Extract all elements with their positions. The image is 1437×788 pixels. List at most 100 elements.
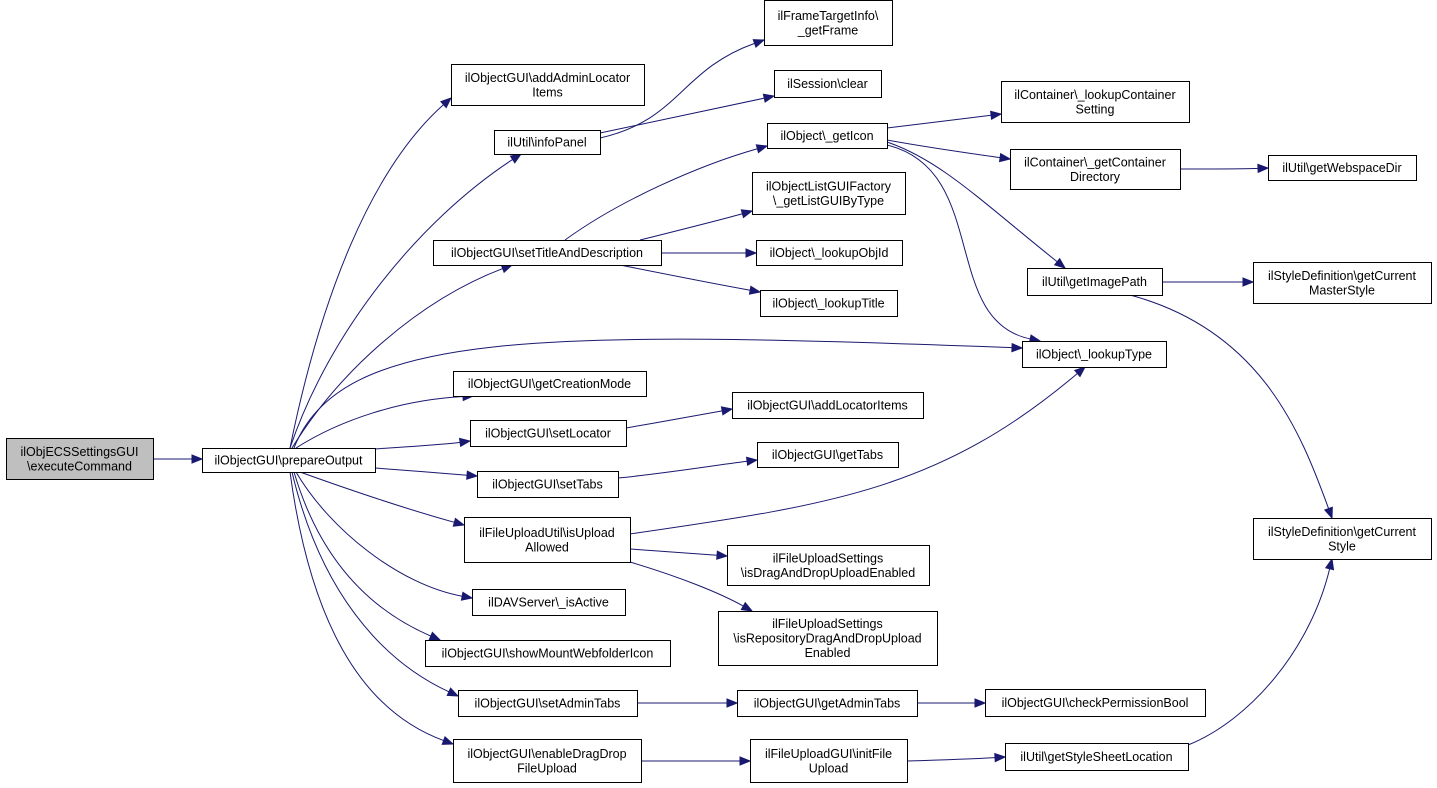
node-box — [1005, 743, 1189, 771]
node-label: FileUpload — [517, 761, 577, 775]
edge-prepare-output-to-set-tabs — [374, 467, 479, 480]
node-check-permission-bool[interactable]: ilObjectGUI\checkPermissionBool — [985, 689, 1206, 717]
node-box — [1022, 341, 1167, 368]
edge-arrowhead — [1073, 366, 1087, 378]
node-box — [760, 290, 898, 317]
node-add-locator-items[interactable]: ilObjectGUI\addLocatorItems — [732, 392, 924, 419]
edge-prepare-output-to-is-upload-allowed — [299, 471, 466, 527]
node-execute-command[interactable]: ilObjECSSettingsGUI\executeCommand — [6, 438, 154, 480]
edge-line — [293, 338, 1013, 449]
node-label: Setting — [1076, 102, 1115, 116]
node-set-title-and-description[interactable]: ilObjectGUI\setTitleAndDescription — [433, 240, 662, 266]
node-dav-is-active[interactable]: ilDAVServer\_isActive — [472, 589, 626, 616]
edge-line — [374, 467, 468, 476]
edge-set-title-and-description-to-lookup-obj-id — [661, 248, 758, 258]
edge-line — [291, 268, 503, 449]
node-label: MasterStyle — [1309, 283, 1375, 297]
node-label: Enabled — [805, 646, 851, 660]
node-label: \isRepositoryDragAndDropUpload — [733, 632, 921, 646]
node-set-locator[interactable]: ilObjectGUI\setLocator — [470, 420, 627, 447]
node-label: ilObjectGUI\getCreationMode — [468, 377, 631, 391]
node-label: ilSession\clear — [787, 77, 868, 91]
node-get-image-path[interactable]: ilUtil\getImagePath — [1027, 268, 1163, 296]
edge-line — [289, 471, 444, 742]
edge-get-image-path-to-get-current-style — [1129, 294, 1333, 520]
node-get-admin-tabs[interactable]: ilObjectGUI\getAdminTabs — [737, 690, 918, 717]
edge-arrowhead — [466, 470, 479, 480]
node-get-icon[interactable]: ilObject\_getIcon — [767, 123, 888, 149]
node-label: ilObject\_lookupObjId — [770, 246, 889, 260]
node-label: Upload — [809, 761, 849, 775]
edge-line — [886, 144, 1031, 340]
node-box — [425, 640, 671, 667]
node-lookup-title[interactable]: ilObject\_lookupTitle — [760, 290, 898, 317]
edge-arrowhead — [440, 97, 453, 109]
node-box — [1253, 518, 1432, 560]
edge-prepare-output-to-lookup-type — [293, 338, 1024, 449]
node-label: ilUtil\getImagePath — [1042, 275, 1147, 289]
edge-line — [886, 114, 992, 129]
node-session-clear[interactable]: ilSession\clear — [774, 70, 882, 98]
edge-set-admin-tabs-to-get-admin-tabs — [637, 698, 739, 708]
edge-line — [299, 471, 455, 523]
node-label: _getFrame — [797, 23, 858, 37]
node-box — [453, 371, 647, 397]
edge-line — [599, 97, 765, 134]
node-get-creation-mode[interactable]: ilObjectGUI\getCreationMode — [453, 371, 647, 397]
edges-layer — [153, 39, 1335, 766]
node-label: ilObjectGUI\showMountWebfolderIcon — [442, 647, 654, 661]
node-set-tabs[interactable]: ilObjectGUI\setTabs — [477, 471, 619, 498]
node-lookup-type[interactable]: ilObject\_lookupType — [1022, 341, 1167, 368]
node-lookup-obj-id[interactable]: ilObject\_lookupObjId — [756, 240, 903, 266]
edge-line — [629, 561, 744, 607]
node-box — [1268, 155, 1417, 181]
node-prepare-output[interactable]: ilObjectGUI\prepareOutput — [202, 448, 376, 473]
node-box — [752, 172, 906, 215]
edge-line — [295, 396, 464, 449]
node-label: \executeCommand — [27, 459, 132, 473]
node-label: ilObjectGUI\enableDragDrop — [467, 747, 626, 761]
edge-set-title-and-description-to-get-list-guiby-type — [639, 209, 754, 241]
edge-is-upload-allowed-to-is-drag-and-drop-upload-enabled — [629, 548, 729, 560]
node-label: ilObjectListGUIFactory — [766, 179, 892, 193]
node-info-panel[interactable]: ilUtil\infoPanel — [494, 130, 601, 155]
node-label: ilObjectGUI\prepareOutput — [215, 454, 364, 468]
node-label: ilUtil\getWebspaceDir — [1282, 161, 1401, 175]
node-get-style-sheet-location[interactable]: ilUtil\getStyleSheetLocation — [1005, 743, 1189, 771]
node-box — [1027, 268, 1163, 296]
edge-prepare-output-to-add-admin-locator-items — [289, 97, 453, 449]
node-label: \isDragAndDropUploadEnabled — [741, 566, 915, 580]
node-show-mount-webfolder-icon[interactable]: ilObjectGUI\showMountWebfolderIcon — [425, 640, 671, 667]
node-box — [453, 739, 642, 783]
edge-arrowhead — [755, 144, 769, 154]
node-get-tabs[interactable]: ilObjectGUI\getTabs — [757, 442, 899, 468]
node-box — [774, 70, 882, 98]
node-is-drag-and-drop-upload-enabled[interactable]: ilFileUploadSettings\isDragAndDropUpload… — [727, 545, 930, 586]
edge-arrowhead — [716, 550, 729, 560]
node-set-admin-tabs[interactable]: ilObjectGUI\setAdminTabs — [458, 690, 638, 717]
edge-arrowhead — [1011, 342, 1024, 353]
node-label: ilObjectGUI\checkPermissionBool — [1002, 696, 1189, 710]
node-box — [727, 545, 930, 586]
edge-line — [625, 410, 723, 429]
edge-arrowhead — [1053, 257, 1067, 269]
node-get-list-guiby-type[interactable]: ilObjectListGUIFactory\_getListGUIByType — [752, 172, 906, 215]
node-label: ilObject\_lookupTitle — [772, 297, 884, 311]
edge-arrowhead — [726, 698, 739, 708]
node-label: ilObjectGUI\getAdminTabs — [754, 697, 901, 711]
edge-arrowhead — [739, 756, 752, 766]
edge-is-upload-allowed-to-lookup-type — [629, 366, 1087, 535]
edge-arrowhead — [740, 209, 754, 219]
edge-arrowhead — [748, 285, 762, 295]
node-get-webspace-dir[interactable]: ilUtil\getWebspaceDir — [1268, 155, 1417, 181]
node-is-repository-drag-and-drop-upload-enabled[interactable]: ilFileUploadSettings\isRepositoryDragAnd… — [718, 611, 938, 666]
node-get-frame[interactable]: ilFrameTargetInfo\_getFrame — [764, 0, 893, 46]
